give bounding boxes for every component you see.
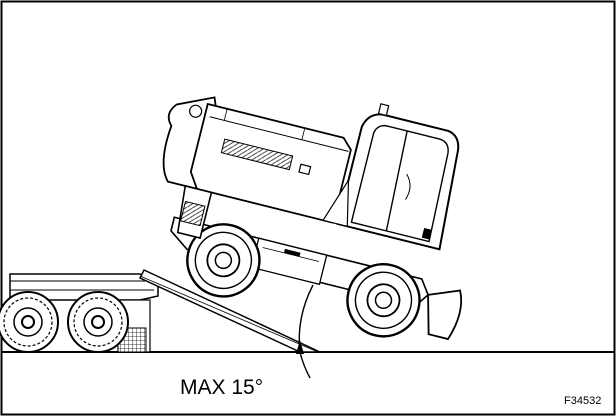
angle-indicator	[296, 284, 314, 379]
cab-window	[350, 124, 449, 243]
excavator	[162, 96, 463, 341]
figure-code: F34532	[564, 395, 601, 407]
beacon-light	[377, 103, 390, 117]
excavator-front-wheel	[186, 223, 261, 298]
cab-handle	[421, 227, 432, 240]
trailer	[0, 269, 321, 353]
angle-label: MAX 15°	[180, 376, 263, 399]
angle-arrow-head	[296, 340, 304, 354]
engine-vent	[220, 138, 294, 171]
trailer-wheel-left	[0, 291, 59, 353]
trailer-wheel-right	[67, 291, 129, 353]
excavator-rear-wheel	[346, 263, 421, 338]
dozer-blade	[427, 289, 463, 341]
